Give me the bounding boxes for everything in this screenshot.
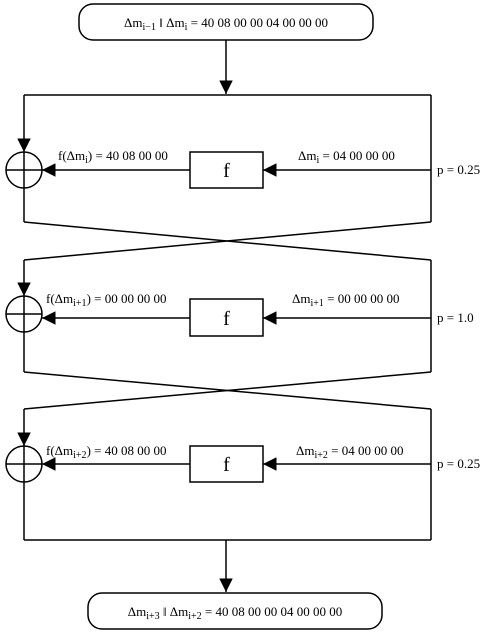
round-3: f f(Δmi+2) = 40 08 00 00 Δmi+2 = 04 00 0…	[5, 409, 480, 541]
round-2-probability: p = 1.0	[437, 310, 474, 325]
output-difference-box: Δmi+3 ‖ Δmi+2 = 40 08 00 00 04 00 00 00	[87, 592, 383, 630]
round-3-probability: p = 0.25	[437, 456, 480, 471]
round-3-f-label: f	[223, 454, 230, 476]
input-difference-label: Δmi−1 ‖ Δmi = 40 08 00 00 04 00 00 00	[124, 15, 328, 33]
round-2-cross-right-to-left	[23, 371, 432, 410]
output-difference-label: Δmi+3 ‖ Δmi+2 = 40 08 00 00 04 00 00 00	[128, 604, 343, 622]
round-2: f f(Δmi+1) = 00 00 00 00 Δmi+1 = 00 00 0…	[5, 260, 474, 410]
round-1-cross-right-to-left	[23, 221, 432, 261]
input-difference-box: Δmi−1 ‖ Δmi = 40 08 00 00 04 00 00 00	[78, 3, 374, 41]
output-box-outline	[87, 592, 383, 630]
round-3-f-output-label: f(Δmi+2) = 40 08 00 00	[46, 443, 166, 461]
round-1-probability: p = 0.25	[437, 162, 480, 177]
round-2-f-output-label: f(Δmi+1) = 00 00 00 00	[46, 291, 166, 309]
round-1-xor-icon	[5, 151, 43, 189]
round-2-f-label: f	[223, 308, 230, 330]
round-1-f-label: f	[223, 160, 230, 182]
round-2-xor-icon	[5, 295, 43, 333]
round-1: f f(Δmi) = 40 08 00 00 Δmi = 04 00 00 00…	[5, 94, 480, 261]
round-3-xor-icon	[5, 445, 43, 483]
round-2-input-label: Δmi+1 = 00 00 00 00	[292, 291, 400, 309]
round-1-input-label: Δmi = 04 00 00 00	[298, 148, 395, 166]
round-3-input-label: Δmi+2 = 04 00 00 00	[296, 443, 404, 461]
round-1-f-output-label: f(Δmi) = 40 08 00 00	[58, 148, 168, 166]
